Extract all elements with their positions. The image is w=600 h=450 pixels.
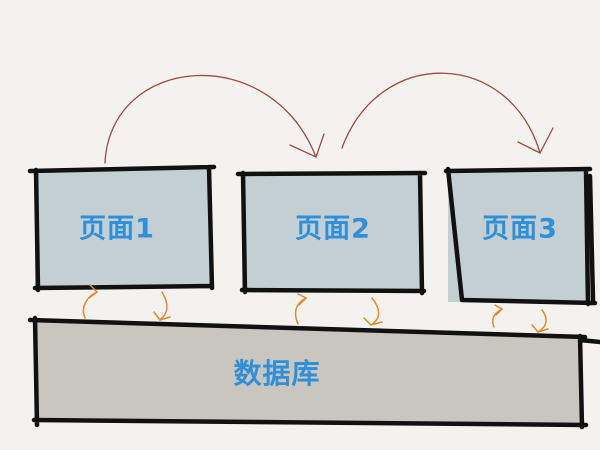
page-3-label: 页面3 <box>482 213 558 245</box>
database-box <box>27 315 600 430</box>
sync-arrows-page1-db <box>82 284 171 321</box>
nav-arrow-page2-to-page3 <box>341 72 554 154</box>
sync-arrows-page2-db <box>294 293 383 326</box>
page-3-box <box>443 166 598 307</box>
page-2-label: 页面2 <box>295 213 371 245</box>
page-1-box <box>27 164 217 293</box>
nav-arrow-page1-to-page2 <box>104 74 325 164</box>
page-1-label: 页面1 <box>79 213 155 245</box>
database-label: 数据库 <box>233 357 321 390</box>
page-2-box <box>235 170 428 296</box>
sync-arrows-page3-db <box>491 304 549 333</box>
